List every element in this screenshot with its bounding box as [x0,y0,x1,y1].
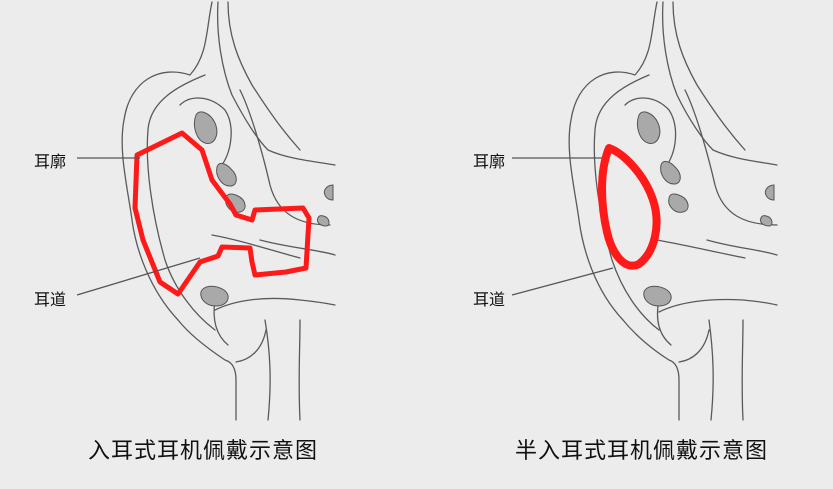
in-ear-earphone-outline [132,130,312,297]
auricle-label: 耳廓 [473,152,506,171]
in-ear-caption: 入耳式耳机佩戴示意图 [88,439,319,464]
ear-canal-label: 耳道 [473,290,506,309]
in-ear-diagram-panel: 耳廓 耳道 入耳式耳机佩戴示意图 [0,0,416,489]
ear-canal-label: 耳道 [34,290,67,309]
ear-anatomy-illustration-right [511,1,778,421]
semi-in-ear-earphone-outline [598,144,661,270]
auricle-label: 耳廓 [34,152,67,171]
ear-anatomy-illustration-left [76,1,336,421]
semi-in-ear-caption: 半入耳式耳机佩戴示意图 [515,439,769,464]
semi-in-ear-diagram-panel: 耳廓 耳道 半入耳式耳机佩戴示意图 [417,0,833,489]
